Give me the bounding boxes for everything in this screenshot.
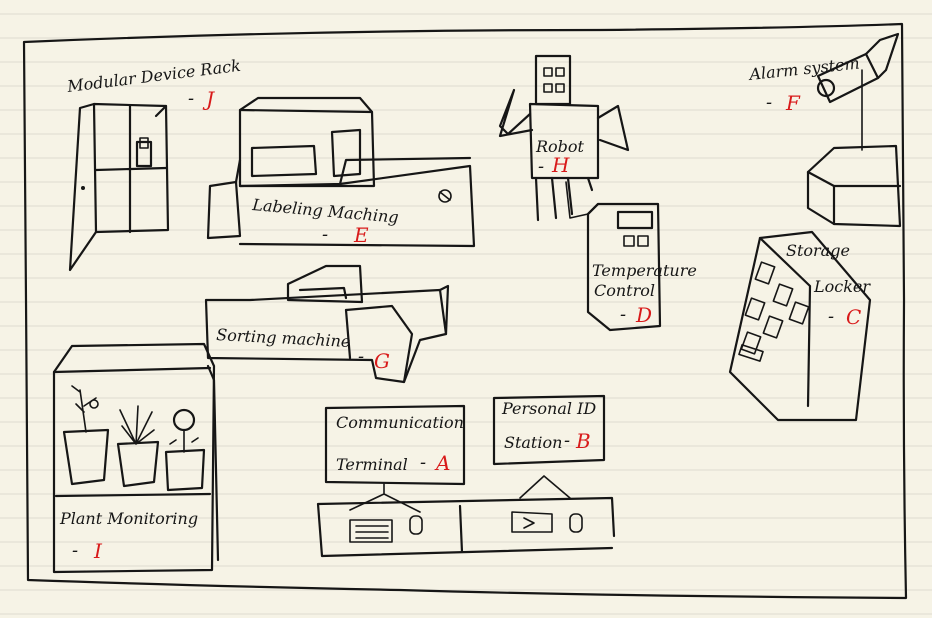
storage-dash: - xyxy=(828,306,834,327)
sorting-dash: - xyxy=(358,346,364,367)
ruled-lines xyxy=(0,13,932,615)
storage-label-2: Locker xyxy=(813,277,871,296)
sorting-code: G xyxy=(374,349,390,373)
storage-locker xyxy=(728,230,872,422)
temperature-code: D xyxy=(635,303,652,327)
modular-rack-code: J xyxy=(202,87,215,111)
robot xyxy=(498,54,630,222)
communication-dash: - xyxy=(420,452,426,473)
communication-label-2: Terminal xyxy=(336,455,408,474)
alarm-label: Alarm system xyxy=(746,54,860,85)
storage-label-1: Storage xyxy=(786,241,850,260)
temperature-dash: - xyxy=(620,304,626,325)
personal-id-code: B xyxy=(575,429,591,453)
robot-dash: - xyxy=(538,156,544,177)
personal-id-label-1: Personal ID xyxy=(501,399,596,418)
labeling-dash: - xyxy=(322,224,328,245)
plant-label: Plant Monitoring xyxy=(59,509,198,528)
alarm-dash: - xyxy=(766,92,772,113)
terminal-desk xyxy=(316,496,616,558)
communication-code: A xyxy=(434,451,450,475)
labeling-machine xyxy=(206,96,476,248)
temperature-control xyxy=(586,202,662,332)
alarm-code: F xyxy=(785,91,801,115)
storage-code: C xyxy=(846,305,861,329)
sorting-machine xyxy=(204,264,450,384)
communication-label-1: Communication xyxy=(336,413,464,432)
plant-monitoring-cabinet xyxy=(52,342,220,574)
plant-code: I xyxy=(93,539,103,563)
personal-id-station xyxy=(492,394,606,533)
alarm-system xyxy=(806,32,902,228)
temperature-label-1: Temperature xyxy=(592,261,697,280)
labeling-label: Labeling Maching xyxy=(251,195,400,227)
labeling-code: E xyxy=(353,223,369,247)
robot-label: Robot xyxy=(535,137,585,156)
room-outline xyxy=(22,22,908,600)
sorting-label: Sorting machine xyxy=(216,325,351,351)
plant-dash: - xyxy=(72,540,78,561)
modular-rack-dash: - xyxy=(188,88,194,109)
temperature-label-2: Control xyxy=(594,281,655,300)
personal-id-dash: - xyxy=(564,430,570,451)
modular-device-rack xyxy=(68,102,170,272)
robot-code: H xyxy=(551,153,570,177)
personal-id-label-2: Station xyxy=(504,433,562,452)
